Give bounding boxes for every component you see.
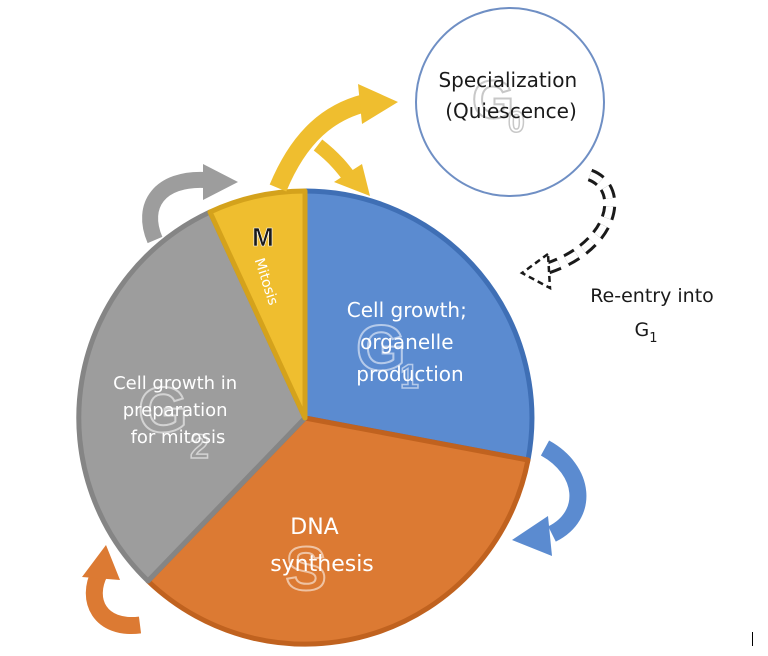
g2-segment [76, 209, 308, 584]
g2-label-line-1: Cell growth in [113, 373, 237, 394]
svg-text:DNA synthesis: DNA synthesis [270, 515, 374, 577]
text-cursor [752, 632, 753, 646]
g1-label-line-1: Cell growth; [347, 298, 467, 322]
g2-to-m-arrow-icon [142, 164, 238, 244]
m-letter: M [252, 222, 274, 252]
g0-circle [415, 7, 605, 197]
g1-to-s-arrow-icon [512, 440, 587, 556]
svg-text:Cell growth; organelle: Cell growth; organelle production [347, 298, 473, 386]
g2-watermark: G 2 [137, 373, 210, 467]
reentry-label-line-2: G1 [634, 319, 657, 346]
s-watermark: S [285, 535, 326, 604]
s-to-g2-arrow-icon [82, 545, 142, 635]
g2-label-line-2: preparation [123, 400, 228, 421]
svg-text:G: G [138, 374, 188, 446]
g0-label-line-1: Specialization [438, 68, 577, 92]
g0-label-line-2: (Quiescence) [445, 99, 577, 123]
s-label-line-1: DNA [290, 515, 338, 540]
m-to-g1-g0-arrow-icon [269, 84, 398, 196]
reentry-label-line-1: Re-entry into [590, 285, 714, 307]
g0-watermark: G 0 [471, 69, 525, 140]
svg-text:G: G [356, 312, 406, 384]
g1-label-line-3: production [356, 362, 463, 386]
svg-text:0: 0 [508, 106, 525, 139]
svg-text:Cell growth in preparation: Cell growth in preparation for mitosis [113, 373, 243, 448]
svg-text:Specialization (Quiescence: Specialization (Quiescence) [438, 68, 583, 123]
svg-text:G: G [472, 70, 514, 130]
g2-label-line-3: for mitosis [131, 427, 226, 448]
s-segment [145, 415, 531, 647]
g1-watermark: G 1 [355, 311, 420, 397]
reentry-dashed-arrow-icon [519, 168, 617, 291]
g1-segment [302, 188, 535, 463]
m-segment [207, 188, 308, 421]
svg-text:1: 1 [400, 358, 419, 396]
g1-label-line-2: organelle [360, 330, 453, 354]
svg-text:2: 2 [190, 428, 209, 466]
s-label-line-2: synthesis [270, 552, 374, 577]
